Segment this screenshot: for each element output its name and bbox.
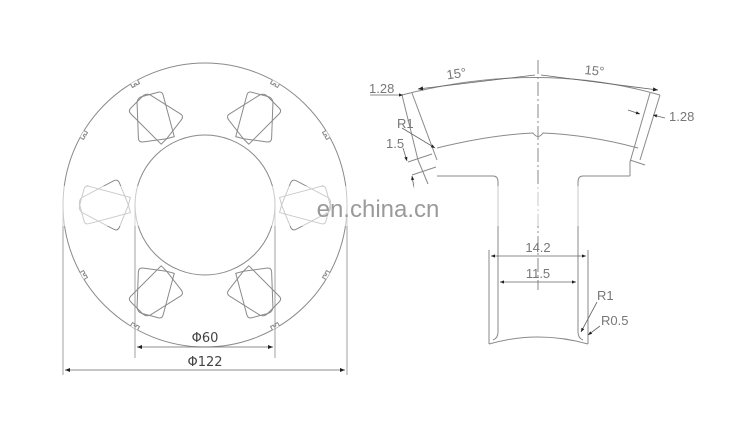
notch-radius-dimension: R1 xyxy=(397,116,436,149)
diameter-60-dimension: Φ60 xyxy=(137,331,273,349)
watermark: en.china.cn xyxy=(55,186,705,226)
tooth-detail xyxy=(401,60,661,345)
yoke-thickness-left-dimension: 1.28 xyxy=(369,81,403,97)
notch-depth-label: 1.5 xyxy=(386,136,404,151)
angle-left-label: 15° xyxy=(446,65,468,83)
angle-right-label: 15° xyxy=(584,62,605,79)
tooth-outer-width-label: 14.2 xyxy=(525,240,550,255)
yoke-left-thickness-label: 1.28 xyxy=(369,81,394,96)
stator-dimension-lines xyxy=(62,205,348,375)
yoke-thickness-right-dimension: 1.28 xyxy=(627,109,694,124)
watermark-text: en.china.cn xyxy=(317,196,440,223)
outer-diameter-label: Φ122 xyxy=(187,355,222,370)
notch-radius-label: R1 xyxy=(397,116,414,131)
inner-diameter-label: Φ60 xyxy=(192,331,219,346)
tip-radius-dimensions: R1 R0.5 xyxy=(580,288,628,336)
tooth-angle-dimensions: 15° 15° xyxy=(417,62,659,92)
tip-radius-label: R1 xyxy=(597,288,614,303)
diameter-122-dimension: Φ122 xyxy=(65,355,345,372)
tip-small-radius-label: R0.5 xyxy=(601,313,628,328)
notch-depth-dimension: 1.5 xyxy=(386,136,415,189)
tooth-inner-width-label: 11.5 xyxy=(526,266,550,281)
yoke-right-thickness-label: 1.28 xyxy=(669,109,694,124)
tooth-width-dimensions: 14.2 11.5 xyxy=(491,240,586,284)
